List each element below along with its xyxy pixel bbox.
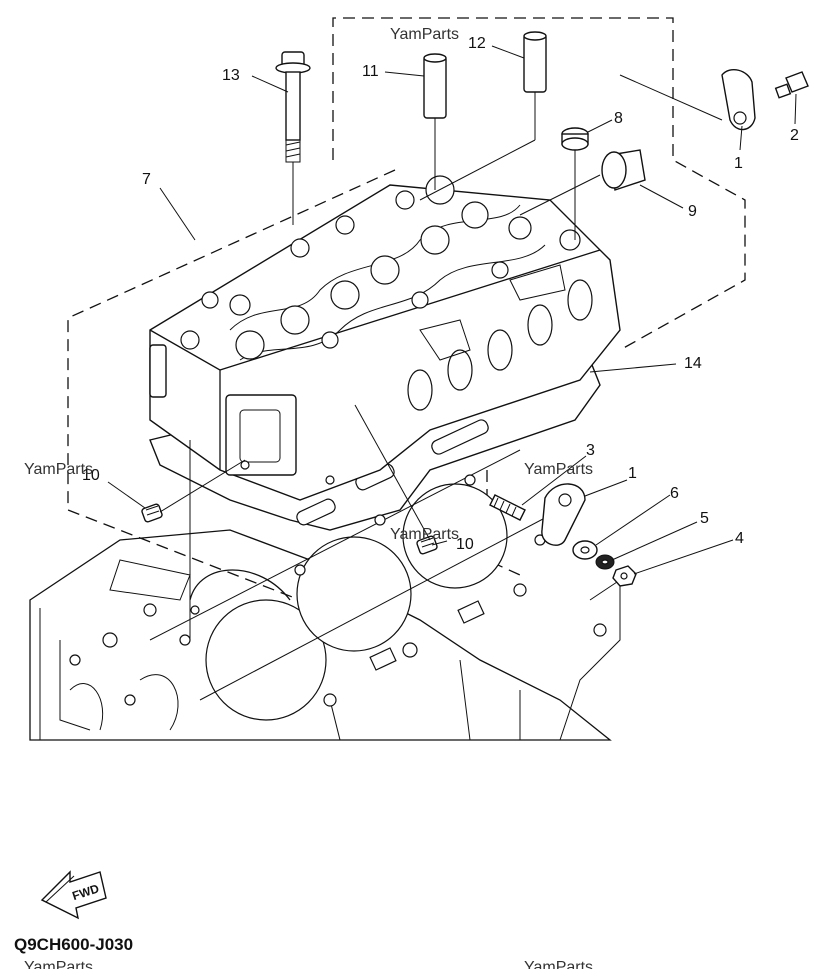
watermark-center: YamParts [390,526,459,543]
plug-cap-9 [519,149,646,216]
watermark-bottom-right: YamParts [524,959,593,969]
watermarks: YamParts YamParts YamParts YamParts YamP… [24,26,593,969]
callout-10-center: 10 [456,536,474,553]
callout-13: 13 [222,67,240,84]
callout-10-left: 10 [82,467,100,484]
cylinder-head [149,175,621,501]
watermark-bottom-left: YamParts [24,959,93,969]
engine-hanger-1-top [619,68,756,131]
callout-7: 7 [142,171,151,188]
flange-bolt-13 [275,51,311,225]
bolt-2 [774,71,809,99]
engine-hanger-1-lower [541,483,586,546]
watermark-right: YamParts [524,461,593,478]
callout-12: 12 [468,35,486,52]
callout-3: 3 [586,442,595,459]
callout-1-lower: 1 [628,465,637,482]
callout-6: 6 [670,485,679,502]
nut-4 [612,565,637,587]
fwd-arrow-icon: FWD [40,870,107,920]
watermark-left: YamParts [24,461,93,478]
diagram-part-code: Q9CH600-J030 [14,935,133,954]
callout-labels: 1 2 3 1 4 5 6 7 8 9 10 10 11 12 13 14 [82,35,799,553]
valve-stem-seal-8 [561,127,589,240]
stud-bolt-3 [489,494,526,521]
valve-guide-11 [423,53,447,190]
callout-14: 14 [684,355,702,372]
dowel-pin-10-left [141,503,163,523]
callout-1-top: 1 [734,155,743,172]
cylinder-block [29,529,621,741]
valve-guide-12 [419,31,547,201]
dowel-pin-10-center [416,535,438,555]
callout-11: 11 [362,63,379,80]
callout-5: 5 [700,510,709,527]
callout-4: 4 [735,530,744,547]
watermark-top: YamParts [390,26,459,43]
plain-washer-6 [572,540,598,560]
spring-washer-5 [595,554,615,570]
callout-9: 9 [688,203,697,220]
callout-8: 8 [614,110,623,127]
callout-2: 2 [790,127,799,144]
leader-lines [107,45,797,640]
